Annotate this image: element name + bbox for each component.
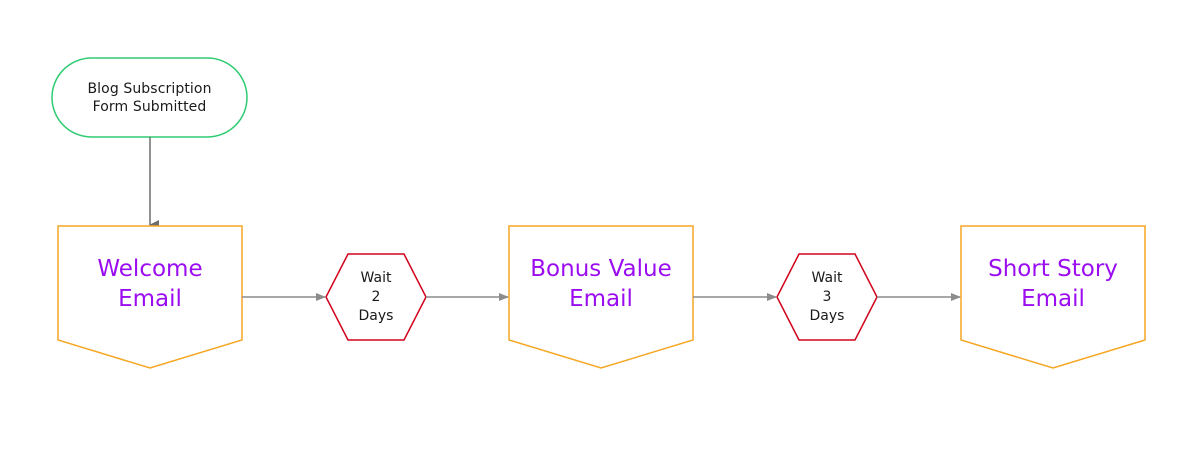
trigger-label-line1: Blog Subscription	[87, 80, 212, 97]
email-label-bonus-value-line1: Bonus Value	[530, 256, 672, 282]
wait-label-2-days: Wait 2 Days	[326, 264, 426, 330]
email-node-welcome[interactable]	[57, 225, 243, 369]
wait-label-3-days-line2: 3	[822, 288, 832, 305]
wait-label-2-days-line1: Wait	[360, 269, 392, 286]
email-node-short-story[interactable]	[960, 225, 1146, 369]
wait-label-3-days-line1: Wait	[811, 269, 843, 286]
email-label-welcome-line1: Welcome	[97, 256, 203, 282]
email-label-bonus-value: Bonus Value Email	[509, 252, 693, 316]
trigger-label-line2: Form Submitted	[92, 98, 207, 115]
wait-label-2-days-line3: Days	[358, 307, 394, 324]
email-label-welcome: Welcome Email	[58, 252, 242, 316]
wait-label-3-days: Wait 3 Days	[777, 264, 877, 330]
email-label-short-story: Short Story Email	[961, 252, 1145, 316]
trigger-label: Blog Subscription Form Submitted	[52, 58, 247, 137]
email-label-short-story-line1: Short Story	[988, 256, 1118, 282]
email-node-bonus-value[interactable]	[508, 225, 694, 369]
email-label-short-story-line2: Email	[1021, 286, 1085, 312]
email-label-bonus-value-line2: Email	[569, 286, 633, 312]
wait-label-2-days-line2: 2	[371, 288, 381, 305]
wait-label-3-days-line3: Days	[809, 307, 845, 324]
email-label-welcome-line2: Email	[118, 286, 182, 312]
